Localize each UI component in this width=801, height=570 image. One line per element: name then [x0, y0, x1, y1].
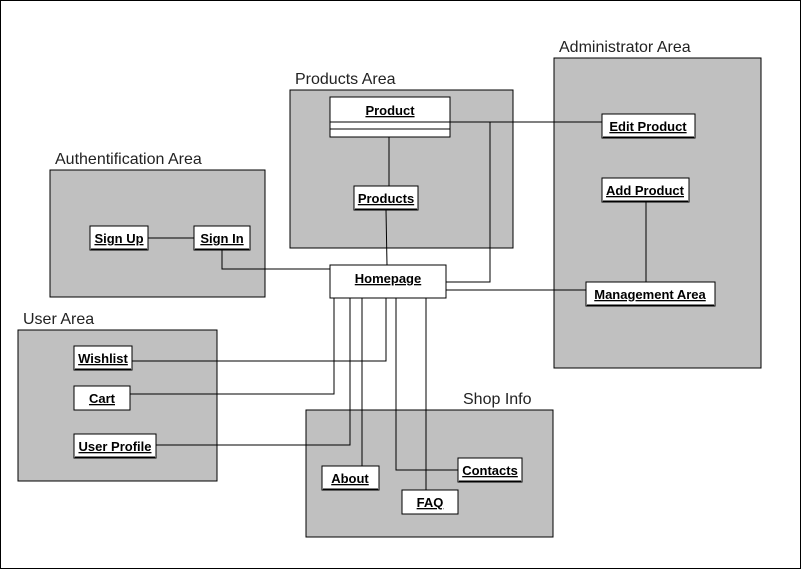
products-area-title: Products Area	[295, 71, 396, 88]
user-profile-label: User Profile	[79, 439, 152, 454]
faq-node[interactable]: FAQ	[401, 489, 459, 515]
homepage-label: Homepage	[355, 271, 421, 286]
authentification-area: Authentification Area	[49, 151, 266, 298]
cart-node[interactable]: Cart	[73, 385, 131, 411]
product-node[interactable]: Product	[329, 96, 451, 138]
connector-signin-homepage	[221, 250, 330, 270]
products-node[interactable]: Products	[353, 185, 419, 211]
user-profile-node[interactable]: User Profile	[73, 433, 157, 459]
cart-label: Cart	[89, 391, 116, 406]
management-area-label: Management Area	[594, 287, 706, 302]
homepage-node[interactable]: Homepage	[329, 264, 447, 299]
user-area-title: User Area	[23, 311, 94, 328]
sign-in-label: Sign In	[200, 231, 243, 246]
authentification-area-title: Authentification Area	[55, 151, 202, 168]
products-label: Products	[358, 191, 414, 206]
connector-homepage-contacts	[395, 298, 458, 471]
add-product-label: Add Product	[606, 183, 685, 198]
connector-products-homepage	[385, 209, 388, 266]
shop-info-area-title: Shop Info	[463, 391, 532, 408]
about-label: About	[331, 471, 369, 486]
faq-label: FAQ	[417, 495, 444, 510]
product-label: Product	[365, 103, 415, 118]
management-area-node[interactable]: Management Area	[585, 281, 716, 307]
sign-up-label: Sign Up	[94, 231, 143, 246]
connectors	[130, 121, 647, 490]
connector-homepage-cart	[130, 298, 335, 395]
sign-in-node[interactable]: Sign In	[193, 225, 251, 251]
connector-homepage-wishlist	[132, 298, 387, 362]
edit-product-node[interactable]: Edit Product	[601, 113, 696, 139]
about-node[interactable]: About	[321, 465, 380, 491]
add-product-node[interactable]: Add Product	[601, 177, 690, 203]
administrator-area: Administrator Area	[553, 39, 762, 369]
wishlist-node[interactable]: Wishlist	[73, 345, 133, 371]
administrator-area-title: Administrator Area	[559, 39, 691, 56]
connector-product-homepage	[446, 121, 491, 283]
edit-product-label: Edit Product	[609, 119, 687, 134]
connector-homepage-user-profile	[156, 298, 351, 446]
sign-up-node[interactable]: Sign Up	[89, 225, 149, 251]
wishlist-label: Wishlist	[78, 351, 128, 366]
contacts-label: Contacts	[462, 463, 518, 478]
contacts-node[interactable]: Contacts	[457, 457, 523, 483]
